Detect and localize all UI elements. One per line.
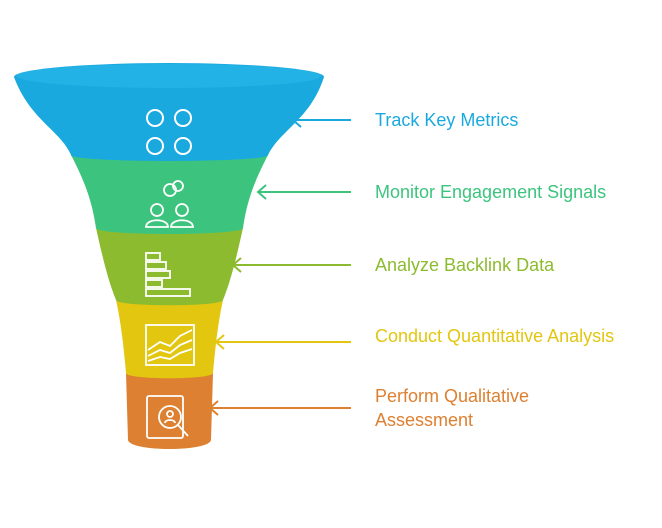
funnel-stage-3 — [96, 228, 243, 300]
connector-arrows — [208, 112, 351, 416]
arrow-stage-5 — [208, 400, 351, 416]
arrow-stage-4 — [214, 334, 351, 350]
funnel-stage-1 — [14, 77, 324, 155]
stage-label-3: Analyze Backlink Data — [375, 255, 555, 275]
magnifier-person-icon — [146, 395, 189, 439]
funnel-stage-1-bottom — [71, 145, 268, 165]
bar-list-icon — [145, 252, 191, 297]
stage-label-1: Track Key Metrics — [375, 110, 518, 130]
arrow-stage-2 — [256, 184, 351, 200]
stage-label-2: Monitor Engagement Signals — [375, 182, 606, 202]
people-engagement-icon — [145, 180, 194, 228]
funnel-stage-2-bottom — [96, 219, 243, 237]
stage-label-5: Perform Qualitative Assessment — [375, 386, 534, 430]
grid-of-circles-icon — [146, 109, 192, 155]
arrow-stage-1 — [291, 112, 351, 128]
funnel-stage-3-bottom — [116, 292, 223, 308]
funnel — [14, 63, 324, 449]
stage-labels: Track Key Metrics Monitor Engagement Sig… — [375, 110, 614, 430]
funnel-rim-inner — [17, 64, 321, 88]
arrow-stage-3 — [231, 257, 351, 273]
area-chart-icon — [145, 324, 195, 366]
funnel-stage-2 — [71, 155, 268, 228]
funnel-stage-4-bottom — [126, 366, 213, 380]
funnel-stage-4 — [116, 300, 223, 373]
stage-label-4: Conduct Quantitative Analysis — [375, 326, 614, 346]
